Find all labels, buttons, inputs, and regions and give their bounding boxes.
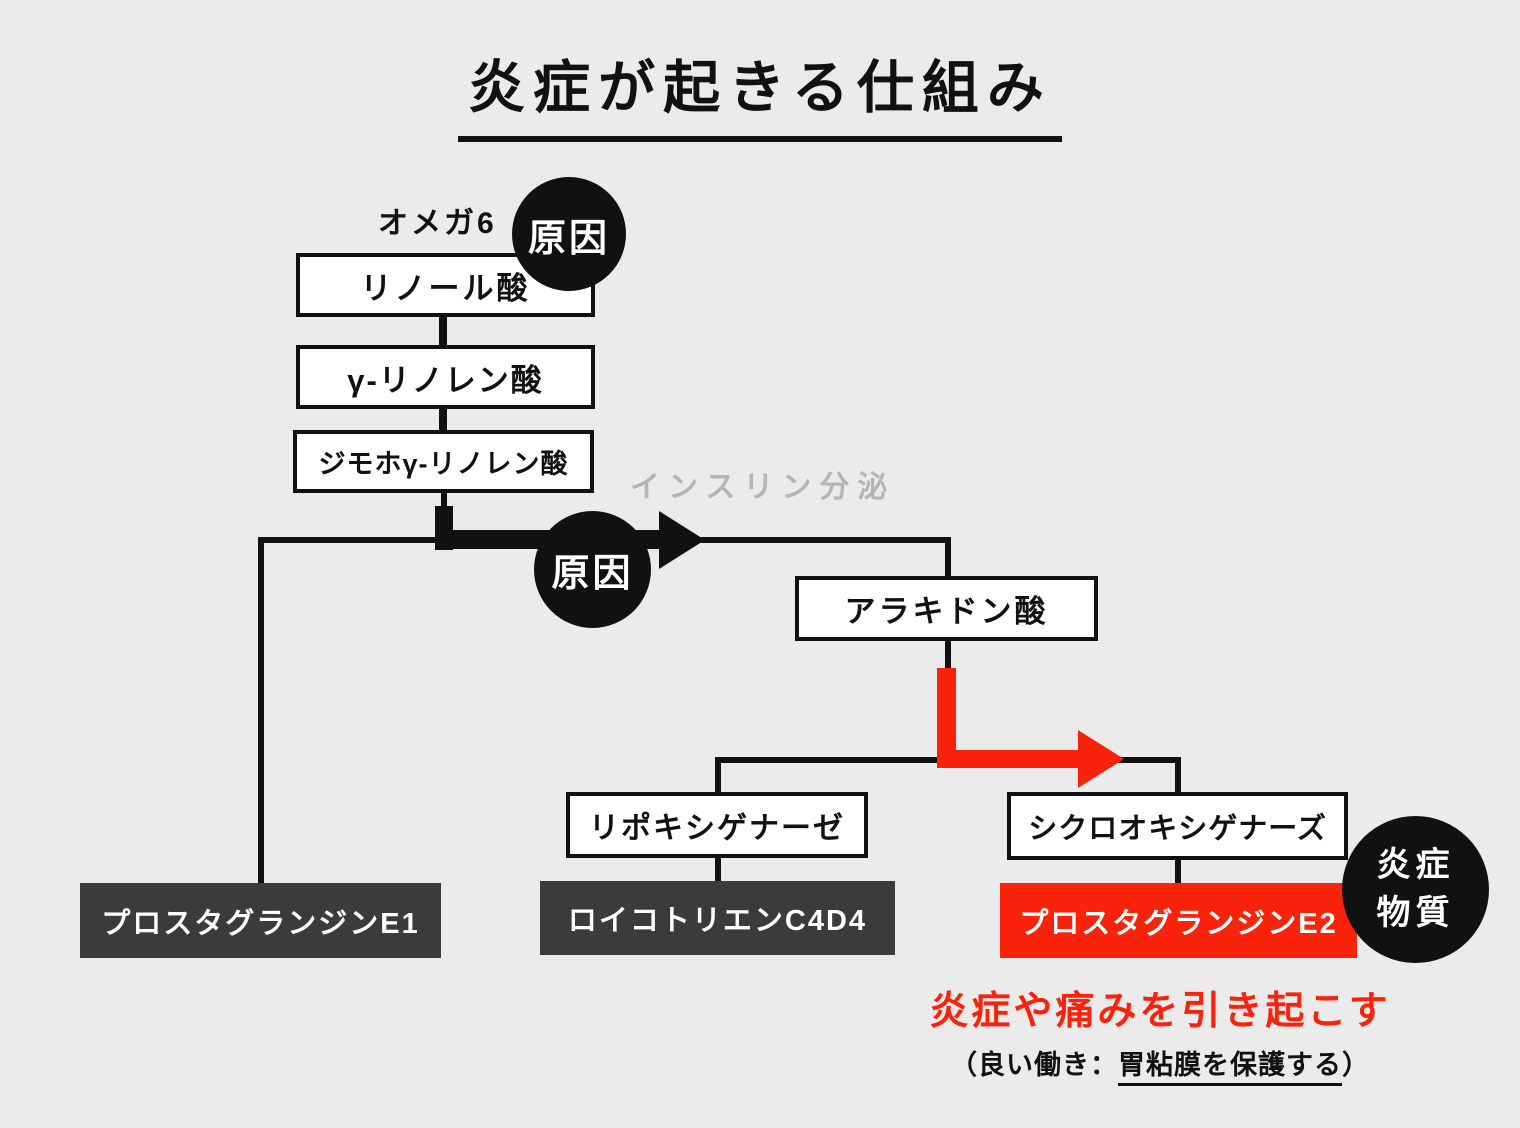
edge-cyclooxygenase-to-pge2 bbox=[1175, 859, 1181, 884]
inflammatory-badge-line1: 炎症 bbox=[1376, 845, 1455, 884]
red-arrow-horizontal bbox=[937, 750, 1079, 768]
node-leukotriene-c4d4: ロイコトリエンC4D4 bbox=[540, 881, 895, 955]
edge-to-cyclooxygenase bbox=[1175, 757, 1181, 793]
edge-linoleic-to-gamma bbox=[439, 316, 447, 346]
edge-lipoxygenase-to-leukotriene bbox=[715, 857, 721, 882]
node-arachidonic-acid: アラキドン酸 bbox=[795, 576, 1098, 641]
cause-badge-top: 原因 bbox=[512, 177, 626, 291]
edge-to-arachidonic-horizontal bbox=[701, 537, 951, 543]
benefit-note-underlined: 胃粘膜を保護する bbox=[1118, 1050, 1342, 1086]
edge-branch-left bbox=[258, 537, 440, 543]
node-prostaglandin-e1: プロスタグランジンE1 bbox=[80, 883, 441, 958]
edge-arachidonic-down bbox=[945, 640, 951, 670]
benefit-note-suffix: ） bbox=[1342, 1050, 1370, 1080]
node-lipoxygenase: リポキシゲナーゼ bbox=[566, 792, 868, 858]
node-dihomo-gamma-linolenic-acid: ジモホγ-リノレン酸 bbox=[293, 430, 594, 493]
effect-caption: 炎症や痛みを引き起こす bbox=[929, 990, 1391, 1033]
insulin-secretion-label: インスリン分泌 bbox=[630, 471, 896, 504]
edge-gamma-to-dihomo bbox=[439, 408, 447, 431]
node-prostaglandin-e2: プロスタグランジンE2 bbox=[1000, 883, 1357, 958]
node-cyclooxygenase: シクロオキシゲナーズ bbox=[1007, 792, 1348, 860]
edge-to-prostaglandin-e1 bbox=[258, 537, 264, 884]
inflammatory-badge-line2: 物質 bbox=[1376, 893, 1455, 932]
edge-dihomo-down bbox=[441, 491, 447, 508]
node-gamma-linolenic-acid: γ-リノレン酸 bbox=[296, 345, 595, 409]
page-title: 炎症が起きる仕組み bbox=[458, 42, 1062, 142]
cause-arrowhead-icon bbox=[659, 511, 705, 569]
inflammatory-substance-badge: 炎症 物質 bbox=[1342, 816, 1489, 963]
red-arrowhead-icon bbox=[1078, 730, 1124, 788]
benefit-note: （良い働き：胃粘膜を保護する） bbox=[890, 1043, 1430, 1086]
edge-to-arachidonic-vertical bbox=[945, 537, 951, 578]
cause-badge-mid: 原因 bbox=[534, 511, 651, 628]
red-arrow-vertical bbox=[937, 668, 956, 768]
omega6-label: オメガ6 bbox=[378, 207, 497, 240]
benefit-note-prefix: （良い働き： bbox=[950, 1050, 1118, 1080]
edge-to-lipoxygenase bbox=[715, 757, 721, 793]
